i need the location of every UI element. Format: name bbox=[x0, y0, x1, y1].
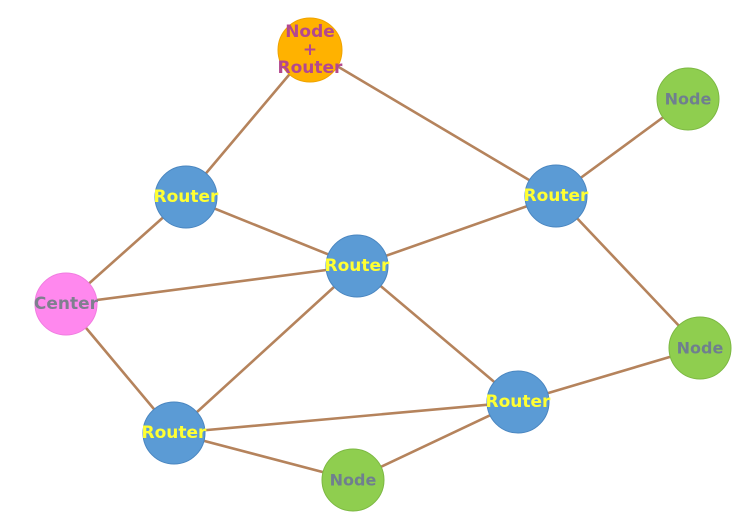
center: Center bbox=[34, 272, 99, 336]
router-5: Router bbox=[486, 370, 552, 434]
hybrid-circle bbox=[277, 17, 343, 83]
center-label: Center bbox=[34, 294, 99, 314]
router-3-label: Router bbox=[325, 256, 391, 276]
node-3-label: Node bbox=[330, 471, 377, 490]
router-3-circle bbox=[325, 234, 389, 298]
router-5-circle bbox=[486, 370, 550, 434]
node-1-label: Node bbox=[665, 90, 712, 109]
hybrid-label-3: Router bbox=[278, 58, 344, 78]
edge-hybrid-router-2 bbox=[308, 48, 558, 198]
node-2-label: Node bbox=[677, 339, 724, 358]
router-3: Router bbox=[325, 234, 391, 298]
edge-router-3-router-4 bbox=[172, 264, 359, 435]
edge-router-3-router-5 bbox=[355, 264, 520, 404]
hybrid: Node+Router bbox=[277, 17, 344, 83]
router-2-circle bbox=[524, 164, 588, 228]
node-3-circle bbox=[321, 448, 385, 512]
router-5-label: Router bbox=[486, 392, 552, 412]
router-1-label: Router bbox=[154, 187, 220, 207]
router-4: Router bbox=[142, 401, 208, 465]
router-1-circle bbox=[154, 165, 218, 229]
router-2-label: Router bbox=[524, 186, 590, 206]
node-1: Node bbox=[656, 67, 720, 131]
node-2: Node bbox=[668, 316, 732, 380]
center-circle bbox=[34, 272, 98, 336]
hybrid-label-2: + bbox=[303, 40, 317, 60]
router-4-circle bbox=[142, 401, 206, 465]
router-1: Router bbox=[154, 165, 220, 229]
router-4-label: Router bbox=[142, 423, 208, 443]
edge-router-5-node-2 bbox=[516, 346, 702, 404]
node-1-circle bbox=[656, 67, 720, 131]
router-2: Router bbox=[524, 164, 590, 228]
edge-router-2-router-3 bbox=[355, 194, 558, 268]
hybrid-label-1: Node bbox=[285, 22, 335, 42]
node-2-circle bbox=[668, 316, 732, 380]
edge-center-router-3 bbox=[64, 264, 359, 306]
edge-router-4-router-5 bbox=[172, 400, 520, 435]
edge-router-2-node-2 bbox=[554, 194, 702, 350]
node-3: Node bbox=[321, 448, 385, 512]
